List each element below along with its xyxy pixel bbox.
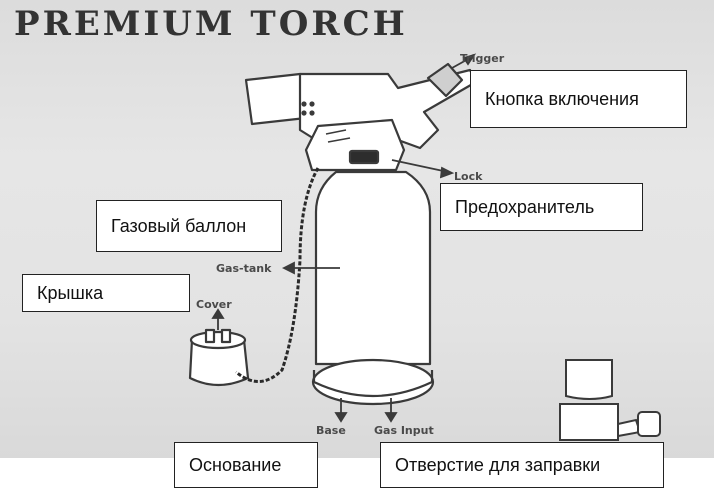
- gas-tank-shoulder: [314, 170, 432, 366]
- callout-trigger: Кнопка включения: [470, 70, 687, 128]
- callout-lock: Предохранитель: [440, 183, 643, 231]
- trigger-knob: [426, 62, 464, 98]
- gas-tank-label: Gas-tank: [216, 262, 272, 275]
- lock-label: Lock: [454, 170, 483, 183]
- torch-base: [311, 358, 435, 406]
- callout-gas-tank: Газовый баллон: [96, 200, 282, 252]
- torch-illustration: [188, 53, 661, 441]
- callout-cover: Крышка: [22, 274, 190, 312]
- cover-chain: [235, 167, 320, 383]
- base-label: Base: [316, 424, 346, 437]
- cover-label: Cover: [196, 298, 232, 311]
- lock-slider: [348, 149, 380, 165]
- gas-input-label: Gas Input: [374, 424, 434, 437]
- page-title: PREMIUM TORCH: [14, 4, 408, 44]
- callout-base: Основание: [174, 442, 318, 488]
- second-figure: [559, 359, 661, 441]
- torch-nozzle: [244, 72, 308, 126]
- cover-cup: [188, 338, 250, 387]
- trigger-label: Trigger: [460, 52, 505, 65]
- callout-gas-input: Отверстие для заправки: [380, 442, 664, 488]
